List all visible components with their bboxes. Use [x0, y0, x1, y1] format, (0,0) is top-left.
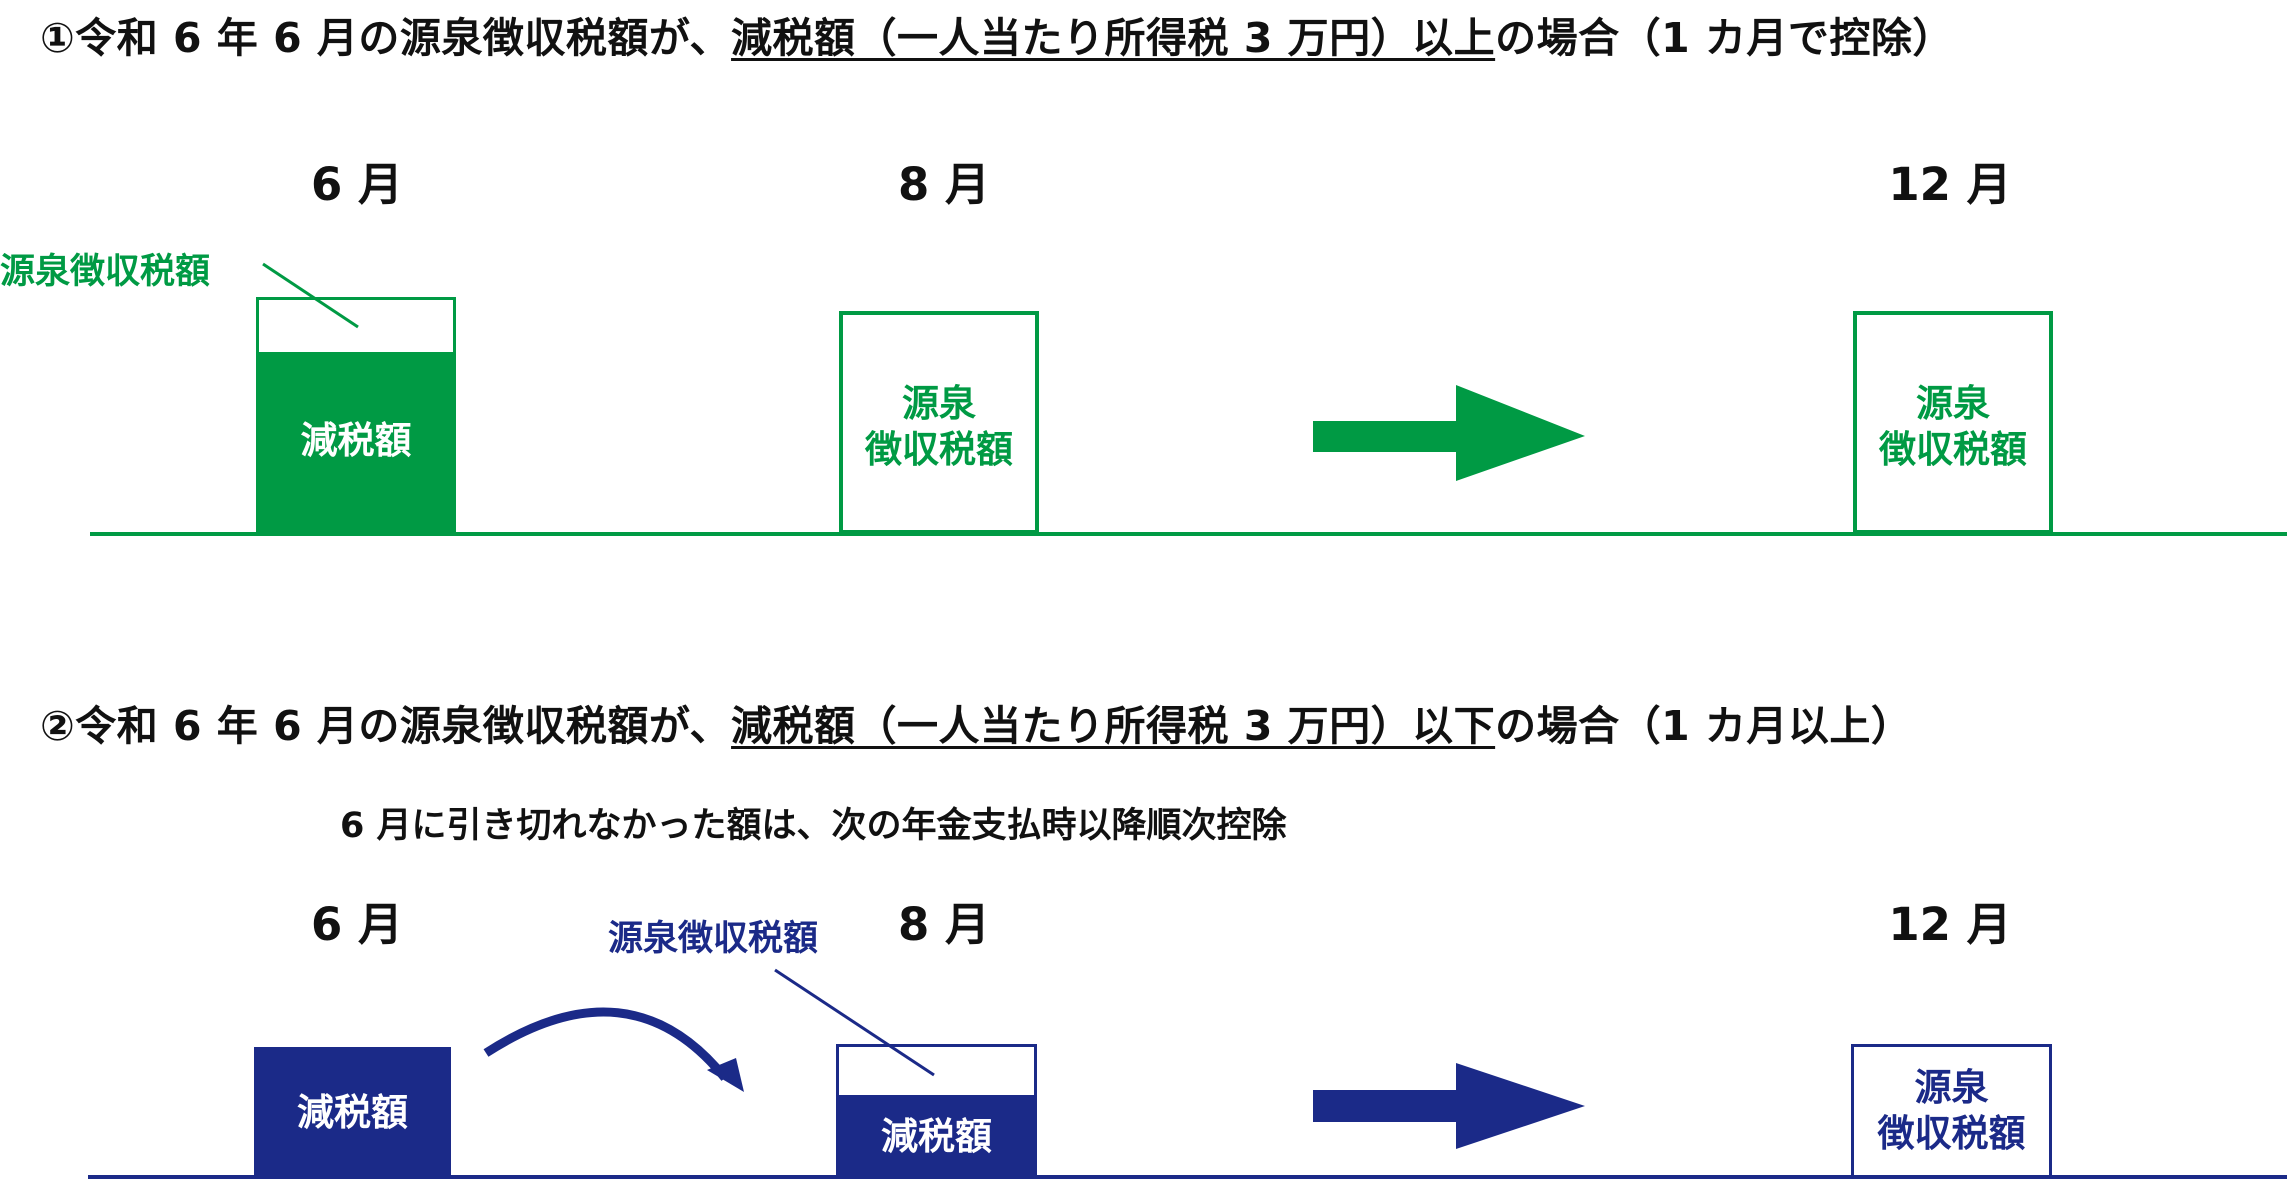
section2-carryover-arrowhead-icon [707, 1058, 744, 1092]
section1-june-reduction-fill: 減税額 [259, 352, 453, 534]
section2-heading-tail: の場合（1 カ月以上） [1495, 702, 1913, 750]
section2-callout-leader-line [774, 968, 935, 1077]
section1-june-withholding-box: 減税額 [256, 297, 456, 534]
section2-carryover-curve-arrow [483, 1007, 729, 1081]
section2-heading-lead: ②令和 6 年 6 月の源泉徴収税額が、 [40, 702, 732, 750]
section1-august-withholding-box: 源泉 徴収税額 [839, 311, 1039, 534]
section2-heading: ②令和 6 年 6 月の源泉徴収税額が、減税額（一人当たり所得税 3 万円）以下… [40, 692, 1912, 752]
section2-month-june: 6 月 [311, 898, 403, 951]
section2-heading-underlined: 減税額（一人当たり所得税 3 万円）以下 [731, 702, 1496, 750]
section1-heading: ①令和 6 年 6 月の源泉徴収税額が、減税額（一人当たり所得税 3 万円）以上… [40, 4, 1954, 64]
section2-june-reduction-label: 減税額 [297, 1091, 408, 1134]
section1-august-label-line2: 徴収税額 [865, 428, 1013, 471]
section1-june-reduction-label: 減税額 [300, 419, 412, 462]
section2-month-august: 8 月 [898, 898, 990, 951]
section2-august-reduction-fill: 減税額 [839, 1095, 1034, 1178]
section1-month-december: 12 月 [1888, 158, 2012, 211]
section1-december-label-line2: 徴収税額 [1879, 428, 2027, 471]
section2-withholding-callout: 源泉徴収税額 [608, 919, 819, 959]
section2-right-arrow-icon [1313, 1063, 1585, 1149]
section2-subtext: 6 月に引き切れなかった額は、次の年金支払時以降順次控除 [340, 806, 1287, 846]
section1-withholding-callout: 源泉徴収税額 [0, 252, 211, 292]
section1-callout-leader-line [262, 262, 359, 329]
section1-heading-underlined: 減税額（一人当たり所得税 3 万円）以上 [731, 14, 1496, 62]
section1-heading-lead: ①令和 6 年 6 月の源泉徴収税額が、 [40, 14, 732, 62]
section1-december-label-line1: 源泉 [1916, 382, 1990, 425]
section1-december-withholding-box: 源泉 徴収税額 [1853, 311, 2053, 534]
section1-month-august: 8 月 [898, 158, 990, 211]
section1-august-label-line1: 源泉 [902, 382, 976, 425]
section2-month-december: 12 月 [1888, 898, 2012, 951]
section2-december-label-line1: 源泉 [1914, 1066, 1989, 1109]
section1-right-arrow-icon [1313, 385, 1585, 481]
section2-december-label-line2: 徴収税額 [1877, 1112, 2026, 1155]
section2-june-reduction-box: 減税額 [254, 1047, 451, 1177]
section2-august-withholding-box: 減税額 [836, 1044, 1037, 1178]
section2-august-reduction-label: 減税額 [881, 1115, 992, 1158]
section1-month-june: 6 月 [311, 158, 403, 211]
section1-heading-tail: の場合（1 カ月で控除） [1495, 14, 1954, 62]
